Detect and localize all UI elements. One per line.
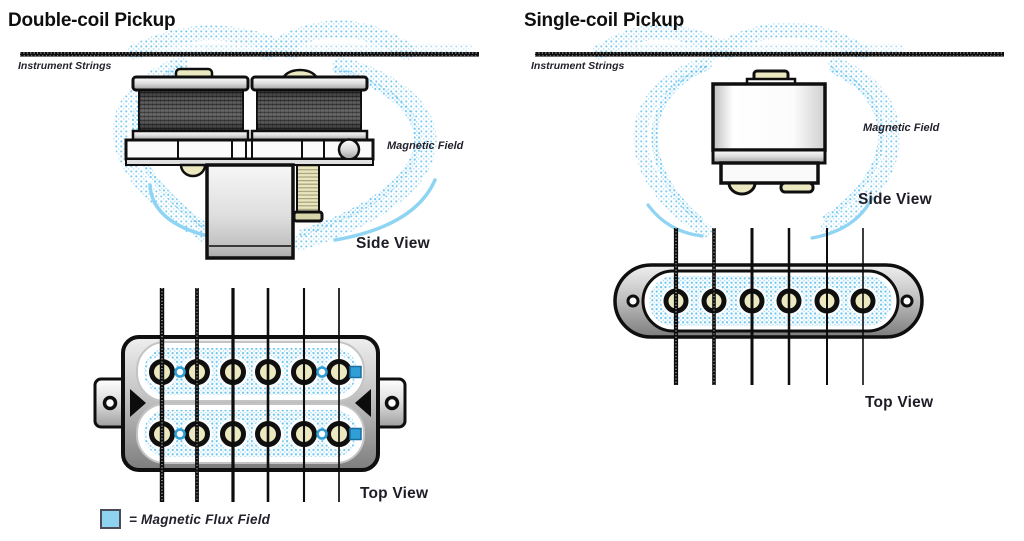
baseplate bbox=[124, 138, 375, 166]
single-coil-title: Single-coil Pickup bbox=[524, 10, 685, 31]
side-view-label-double: Side View bbox=[356, 235, 430, 252]
humbucker-top-view bbox=[93, 335, 407, 472]
bottom-plate bbox=[719, 161, 820, 185]
guitar-strings-single bbox=[673, 228, 864, 385]
flux-marker-square-top bbox=[349, 365, 362, 379]
guitar-strings-double bbox=[159, 288, 340, 502]
mounting-ear-right bbox=[371, 377, 407, 429]
side-view-label-single: Side View bbox=[858, 191, 932, 208]
double-coil-title: Double-coil Pickup bbox=[8, 10, 176, 31]
mounting-leg bbox=[205, 163, 295, 260]
legend-label: = Magnetic Flux Field bbox=[129, 511, 271, 527]
mounting-hole-right bbox=[384, 395, 400, 411]
flux-marker-square-bottom bbox=[349, 427, 362, 441]
legend: = Magnetic Flux Field bbox=[100, 509, 270, 529]
magnetic-field-label-double: Magnetic Field bbox=[387, 140, 464, 152]
single-coil-top-view bbox=[613, 263, 924, 339]
pole-slug-bottom bbox=[179, 163, 207, 178]
instrument-string-line-single bbox=[535, 52, 1004, 57]
instrument-strings-label-double: Instrument Strings bbox=[18, 60, 112, 72]
mounting-hole-right bbox=[900, 294, 914, 308]
height-adjust-screw bbox=[292, 164, 324, 223]
baseplate-screw-hole bbox=[337, 138, 361, 161]
top-view-label-single: Top View bbox=[865, 394, 934, 411]
magnetic-flux-swatch bbox=[100, 509, 121, 529]
magnetic-field-swirls-single bbox=[592, 22, 904, 240]
humbucker-side-view bbox=[124, 67, 375, 260]
top-view-label-double: Top View bbox=[360, 485, 429, 502]
mounting-hole-left bbox=[102, 395, 118, 411]
coil-cover bbox=[711, 82, 827, 152]
instrument-string-line-double bbox=[20, 52, 479, 57]
mounting-ear-left bbox=[93, 377, 129, 429]
mounting-hole-left bbox=[626, 294, 640, 308]
adjuster-rings bbox=[174, 366, 328, 440]
coil-lower-band bbox=[711, 148, 827, 165]
pole-foot-dome bbox=[727, 181, 757, 196]
bobbin-right bbox=[250, 75, 369, 142]
instrument-strings-label-single: Instrument Strings bbox=[531, 60, 625, 72]
single-coil-side-view bbox=[711, 69, 827, 196]
bobbin-left bbox=[131, 75, 250, 142]
pole-foot-flat bbox=[779, 181, 815, 194]
magnetic-field-label-single: Magnetic Field bbox=[863, 122, 940, 134]
